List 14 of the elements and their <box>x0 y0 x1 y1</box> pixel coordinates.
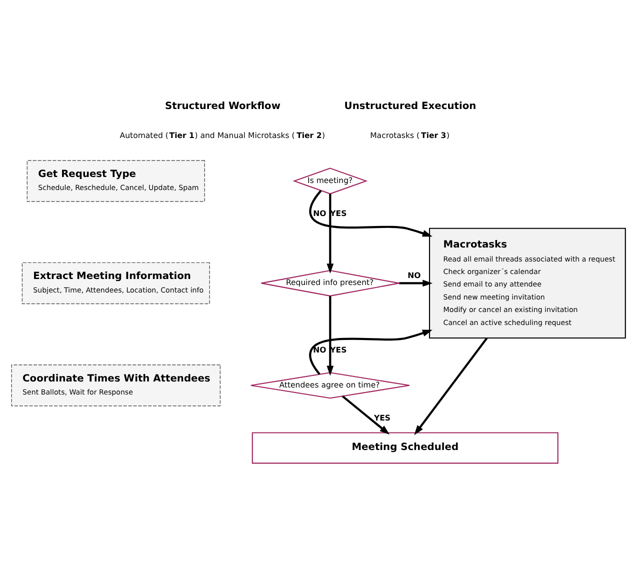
label: Unstructured Execution <box>344 100 476 112</box>
arrow <box>309 329 432 374</box>
node-box: Macrotasks Read all email threads associated with a request Check organizer´s calendar Send email to any attendee Send new meeting invitation Modify or cancel an existing invitation Cancel an active scheduling request <box>429 227 626 338</box>
node-box: Get Request Type Schedule, Reschedule, Cancel, Update, Spam <box>26 160 205 202</box>
node-box: Coordinate Times With Attendees Sent Ballots, Wait for Response <box>11 364 221 406</box>
node-box: Extract Meeting Information Subject, Time, Attendees, Location, Contact info <box>22 262 210 304</box>
arrow <box>309 189 432 236</box>
arrow <box>414 336 488 435</box>
arrow <box>326 193 334 273</box>
arrow <box>326 296 334 376</box>
node-box: Meeting Scheduled <box>252 432 558 464</box>
arrow <box>399 279 433 286</box>
arrow <box>342 394 390 434</box>
label: Structured Workflow <box>165 100 280 112</box>
